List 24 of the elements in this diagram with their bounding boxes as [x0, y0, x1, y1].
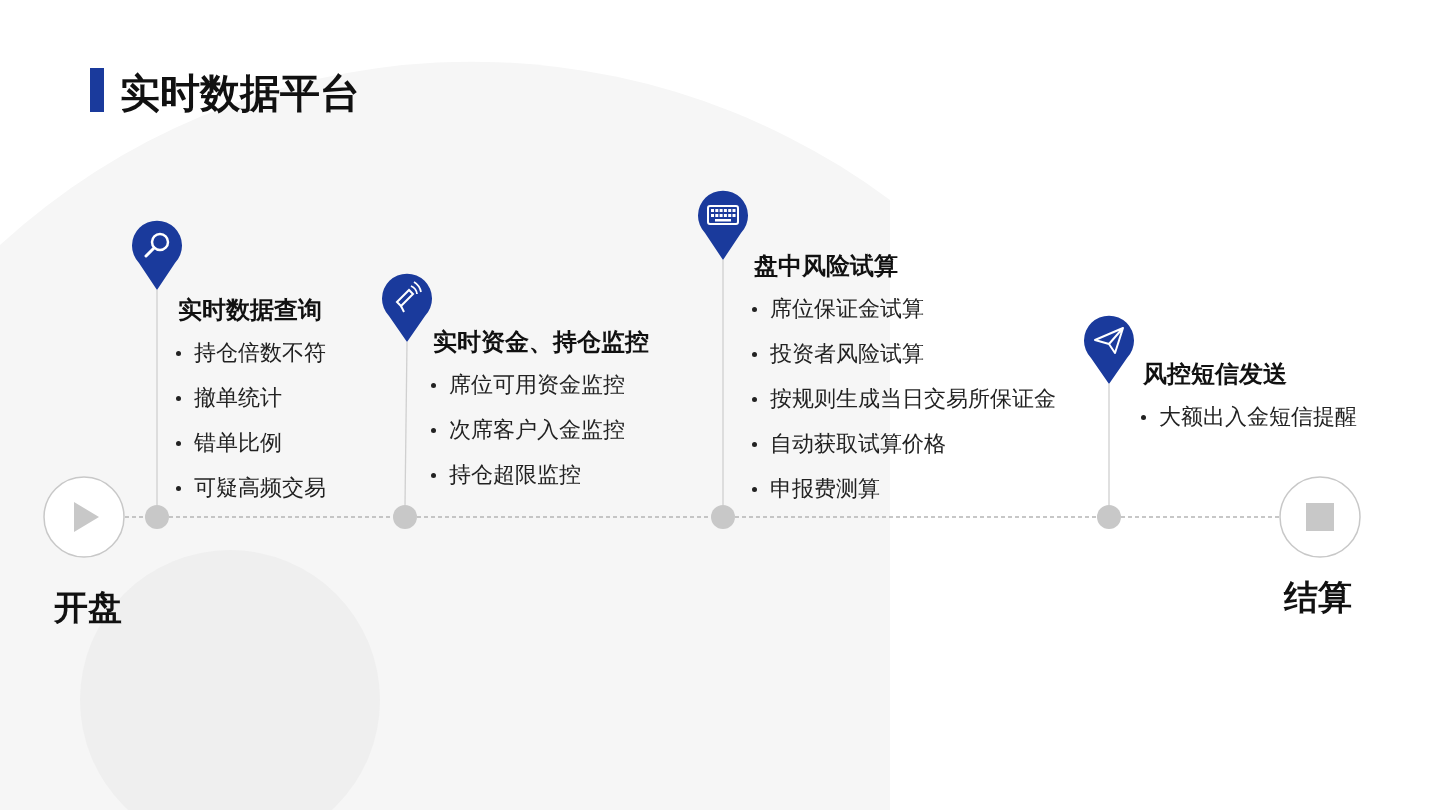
step-heading: 风控短信发送 — [1143, 359, 1288, 390]
dashed-timeline-line — [734, 516, 1098, 518]
step-heading: 实时数据查询 — [178, 295, 323, 326]
stage-label: 结算 — [1284, 576, 1352, 619]
bullet-item: 席位保证金试算 — [750, 294, 1056, 324]
bullet-item: 次席客户入金监控 — [429, 415, 649, 445]
bullet-item: 申报费测算 — [750, 474, 1056, 504]
bullet-item: 席位可用资金监控 — [429, 370, 649, 400]
step-heading: 实时资金、持仓监控 — [433, 327, 649, 358]
bullet-item: 持仓超限监控 — [429, 460, 649, 490]
title: 实时数据平台 — [120, 69, 360, 118]
bullet-item: 自动获取试算价格 — [750, 429, 1056, 459]
step-heading: 盘中风险试算 — [754, 251, 899, 282]
bullet-item: 持仓倍数不符 — [174, 338, 326, 368]
bullet-item: 大额出入金短信提醒 — [1139, 402, 1357, 432]
stage-label: 开盘 — [54, 586, 122, 629]
dashed-timeline-line — [124, 516, 146, 518]
bullet-item: 按规则生成当日交易所保证金 — [750, 384, 1056, 414]
bullet-item: 投资者风险试算 — [750, 339, 1056, 369]
bullet-item: 可疑高频交易 — [174, 473, 326, 503]
connector-line — [404, 341, 408, 506]
bullet-item: 错单比例 — [174, 428, 326, 458]
dashed-timeline-line — [1120, 516, 1280, 518]
bullet-item: 撤单统计 — [174, 383, 326, 413]
